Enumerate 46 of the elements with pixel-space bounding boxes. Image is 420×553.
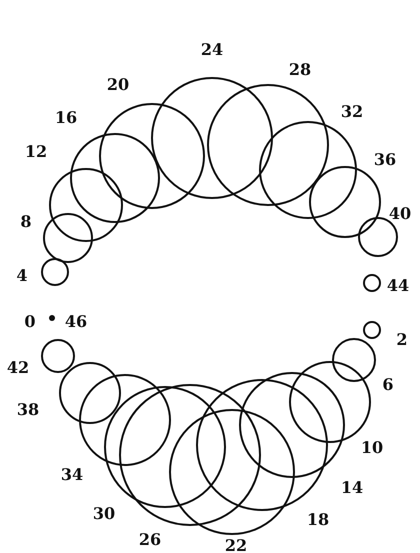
circle-number: 26 — [138, 532, 162, 548]
circle — [207, 84, 329, 206]
circle-number: 6 — [382, 377, 394, 393]
circle — [332, 338, 376, 382]
circle-number: 40 — [388, 206, 412, 222]
circle — [363, 321, 381, 339]
circle — [41, 339, 75, 373]
circle-number: 36 — [374, 152, 396, 168]
circle — [259, 121, 357, 219]
circle-number: 20 — [106, 77, 130, 93]
circle-number: 34 — [60, 467, 84, 483]
circle-number: 22 — [224, 538, 248, 553]
circle — [79, 374, 171, 466]
circle — [41, 258, 69, 286]
circle-number: 4 — [16, 268, 28, 284]
circle-number: 16 — [54, 110, 78, 126]
circle — [119, 384, 261, 526]
circle-number: 0 — [24, 314, 36, 330]
circle-number: 28 — [288, 62, 312, 78]
circle-number: 38 — [16, 402, 40, 418]
circle-number: 24 — [200, 42, 224, 58]
circle-number: 2 — [396, 332, 408, 348]
circle-number: 32 — [340, 104, 364, 120]
circle — [289, 361, 371, 443]
circle — [309, 166, 381, 238]
circle-number: 42 — [6, 360, 30, 376]
circle — [239, 372, 345, 478]
circle — [104, 386, 226, 508]
circle — [49, 168, 123, 242]
circle-number: 12 — [24, 144, 48, 160]
circle-number: 14 — [340, 480, 364, 496]
circle-number: 18 — [306, 512, 330, 528]
circle — [43, 213, 93, 263]
circle — [169, 409, 295, 535]
circle-number: 44 — [386, 278, 410, 294]
circle — [196, 379, 328, 511]
circle — [70, 133, 160, 223]
circle — [151, 77, 273, 199]
circle-number: 46 — [64, 314, 88, 330]
circle — [363, 274, 381, 292]
circle — [99, 103, 205, 209]
circle-number: 10 — [360, 440, 384, 456]
circle — [59, 362, 121, 424]
circle-number: 8 — [20, 214, 32, 230]
dot — [49, 315, 55, 321]
circle-number: 30 — [92, 506, 116, 522]
